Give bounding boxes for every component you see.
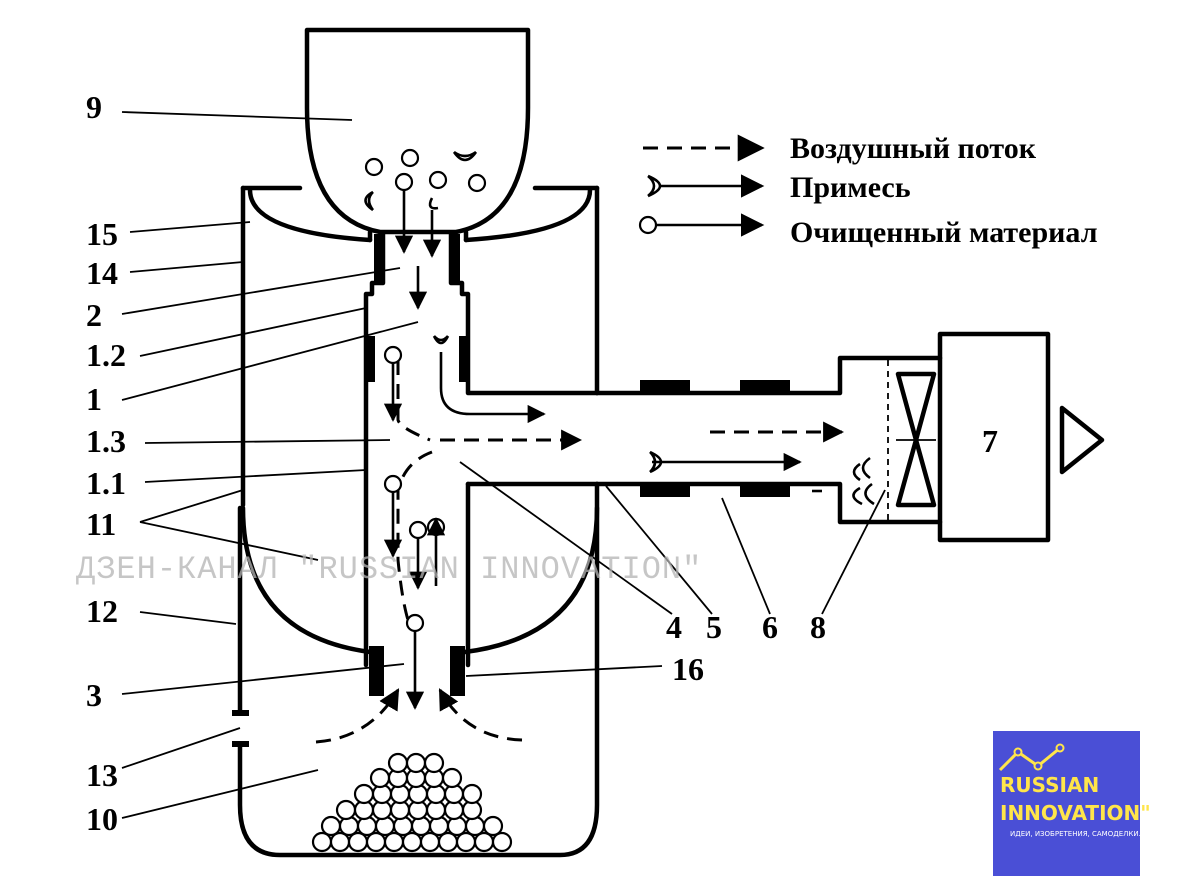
- seal-6-bottom-b: [740, 483, 790, 497]
- label-1-3: 1.3: [86, 423, 126, 459]
- material-particle: [374, 815, 396, 837]
- insert-1-2-right: [459, 336, 468, 382]
- label-3: 3: [86, 677, 102, 713]
- label-5: 5: [706, 609, 722, 645]
- outlet-7: [1059, 405, 1105, 475]
- watermark-text: ДЗЕН-КАНАЛ "RUSSIAN INNOVATION": [76, 551, 702, 588]
- seal-6-top-b: [740, 380, 790, 394]
- label-9: 9: [86, 89, 102, 125]
- leader-lines: [121, 111, 886, 819]
- channel-1: [363, 230, 600, 696]
- label-16: 16: [672, 651, 704, 687]
- label-4: 4: [666, 609, 682, 645]
- lower-bowl-11: [240, 505, 600, 655]
- legend-cleaned-material: Очищенный материал: [790, 216, 1098, 249]
- material-particle: [428, 815, 450, 837]
- legend-impurity: Примесь: [790, 171, 911, 204]
- horizontal-duct: [594, 355, 943, 525]
- material-particle: [392, 815, 414, 837]
- insert-1-2: [366, 336, 375, 382]
- seal-6-top-a: [640, 380, 690, 394]
- material-particle: [446, 815, 468, 837]
- logo-line-1: RUSSIAN: [1000, 773, 1099, 797]
- label-10: 10: [86, 801, 118, 837]
- material-particle: [387, 752, 409, 774]
- seal-3-left: [369, 646, 384, 696]
- logo-tagline: ИДЕИ, ИЗОБРЕТЕНИЯ, САМОДЕЛКИ...: [1010, 830, 1145, 838]
- channel-logo: RUSSIAN INNOVATION" ИДЕИ, ИЗОБРЕТЕНИЯ, С…: [993, 731, 1151, 876]
- material-particle: [423, 752, 445, 774]
- material-particle: [491, 831, 513, 853]
- port-13-bottom: [232, 741, 249, 747]
- label-1-1: 1.1: [86, 465, 126, 501]
- material-particle: [441, 767, 463, 789]
- seal-2-left: [374, 234, 383, 282]
- material-particle: [353, 783, 375, 805]
- label-1: 1: [86, 381, 102, 417]
- material-particle: [356, 815, 378, 837]
- logo-line-2: INNOVATION": [1000, 801, 1151, 825]
- fan-blade-top: [895, 371, 937, 443]
- material-particle: [405, 752, 427, 774]
- material-particle: [461, 783, 483, 805]
- part-labels: 9 15 14 2 1.2 1 1.3 1.1 11 12 3 13 10 7 …: [86, 89, 998, 837]
- label-15: 15: [86, 216, 118, 252]
- seal-2-right: [451, 234, 460, 282]
- legend-air-flow: Воздушный поток: [790, 132, 1037, 165]
- label-11: 11: [86, 506, 116, 542]
- material-heap-10: [311, 752, 513, 853]
- label-6: 6: [762, 609, 778, 645]
- housing-walls: [232, 185, 600, 858]
- label-1-2: 1.2: [86, 337, 126, 373]
- flow-arrows: [315, 190, 845, 744]
- material-particle: [464, 815, 486, 837]
- label-7: 7: [982, 423, 998, 459]
- seal-6-bottom-a: [640, 483, 690, 497]
- port-13-top: [232, 710, 249, 716]
- material-particle: [320, 815, 342, 837]
- legend: Воздушный поток Примесь Очищенный матери…: [638, 132, 1098, 249]
- material-particle: [338, 815, 360, 837]
- unit-7: [937, 331, 1105, 543]
- seal-16-right: [450, 646, 465, 696]
- label-12: 12: [86, 593, 118, 629]
- label-2: 2: [86, 297, 102, 333]
- hopper-particles: [364, 148, 487, 212]
- label-8: 8: [810, 609, 826, 645]
- material-particle: [482, 815, 504, 837]
- upper-bowl-15: [240, 185, 600, 243]
- label-13: 13: [86, 757, 118, 793]
- fan-blade-bottom: [895, 437, 937, 508]
- label-14: 14: [86, 255, 118, 291]
- material-particle: [410, 815, 432, 837]
- material-particle: [369, 767, 391, 789]
- hopper-9: [304, 27, 531, 235]
- filter-8: [852, 360, 937, 520]
- material-particle: [335, 799, 357, 821]
